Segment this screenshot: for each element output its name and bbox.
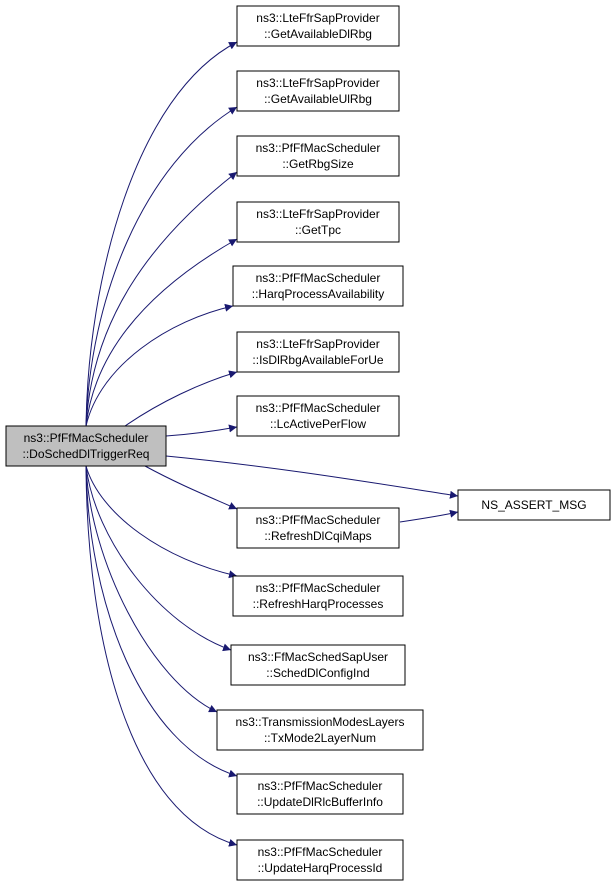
node-label-line-1: ns3::LteFfrSapProvider [256,11,379,25]
edge-root-to-n3 [85,171,238,427]
node-is-dl-rbg-available-for-ue[interactable]: ns3::LteFfrSapProvider ::IsDlRbgAvailabl… [236,331,400,373]
edge-root-to-n12 [85,465,238,778]
edge-root-to-n5 [85,303,234,427]
node-label-line-1: ns3::TransmissionModesLayers [236,715,405,729]
nodes-layer: ns3::PfFfMacScheduler ::DoSchedDlTrigger… [5,5,611,881]
edge-root-to-n1 [85,41,238,427]
node-label-line-1: ns3::PfFfMacScheduler [256,141,381,155]
node-label-line-2: ::GetAvailableDlRbg [264,27,372,41]
node-label-line-1: ns3::PfFfMacScheduler [24,431,149,445]
node-label-line-2: ::HarqProcessAvailability [252,287,385,301]
node-label-line-1: ns3::LteFfrSapProvider [256,337,379,351]
edge-root-to-n10 [85,465,232,652]
edge-root-to-n13 [85,465,238,847]
node-update-dl-rlc-buffer-info[interactable]: ns3::PfFfMacScheduler ::UpdateDlRlcBuffe… [236,773,404,815]
edge-root-to-n6 [124,370,238,427]
node-tx-mode-2-layer-num[interactable]: ns3::TransmissionModesLayers ::TxMode2La… [216,709,424,751]
node-label-line-2: ::GetRbgSize [282,157,354,171]
edge-root-to-n8 [144,465,238,510]
node-refresh-dl-cqi-maps[interactable]: ns3::PfFfMacScheduler ::RefreshDlCqiMaps [236,507,400,549]
node-refresh-harq-processes[interactable]: ns3::PfFfMacScheduler ::RefreshHarqProce… [232,575,404,617]
node-label-line-1: ns3::PfFfMacScheduler [256,513,381,527]
node-label-line-2: ::GetTpc [295,223,341,237]
node-label-line-2: ::GetAvailableUlRbg [264,92,372,106]
edge-root-to-n2 [85,106,238,427]
node-get-rbg-size[interactable]: ns3::PfFfMacScheduler ::GetRbgSize [236,135,400,177]
node-label-line-2: ::IsDlRbgAvailableForUe [252,353,383,367]
node-label-line-1: ns3::PfFfMacScheduler [256,401,381,415]
node-lc-active-per-flow[interactable]: ns3::PfFfMacScheduler ::LcActivePerFlow [236,395,400,437]
node-label-line-1: ns3::PfFfMacScheduler [256,271,381,285]
node-label-line-2: ::DoSchedDlTriggerReq [23,447,150,461]
node-label-line-1: ns3::PfFfMacScheduler [256,581,381,595]
node-label-line-1: NS_ASSERT_MSG [481,498,586,512]
edge-root-to-assert [165,455,459,499]
node-label-line-2: ::SchedDlConfigInd [266,666,369,680]
node-label-line-1: ns3::PfFfMacScheduler [258,845,383,859]
node-harq-process-availability[interactable]: ns3::PfFfMacScheduler ::HarqProcessAvail… [232,265,404,307]
node-label-line-2: ::TxMode2LayerNum [264,731,376,745]
node-label-line-1: ns3::FfMacSchedSapUser [248,650,388,664]
node-label-line-2: ::LcActivePerFlow [270,417,366,431]
node-label-line-2: ::UpdateDlRlcBufferInfo [257,795,383,809]
node-get-available-ul-rbg[interactable]: ns3::LteFfrSapProvider ::GetAvailableUlR… [236,70,400,112]
node-sched-dl-config-ind[interactable]: ns3::FfMacSchedSapUser ::SchedDlConfigIn… [230,644,406,686]
edge-root-to-n7 [165,424,238,437]
node-label-line-1: ns3::PfFfMacScheduler [258,779,383,793]
edge-n8-to-assert [399,509,459,523]
node-label-line-2: ::RefreshDlCqiMaps [264,529,371,543]
edge-root-to-n11 [85,465,218,713]
node-do-sched-dl-trigger-req[interactable]: ns3::PfFfMacScheduler ::DoSchedDlTrigger… [5,425,167,467]
node-get-tpc[interactable]: ns3::LteFfrSapProvider ::GetTpc [236,201,400,243]
node-label-line-1: ns3::LteFfrSapProvider [256,207,379,221]
edge-root-to-n4 [85,238,238,427]
node-label-line-2: ::RefreshHarqProcesses [253,597,384,611]
node-ns-assert-msg[interactable]: NS_ASSERT_MSG [457,489,611,521]
node-label-line-2: ::UpdateHarqProcessId [258,861,383,875]
node-label-line-1: ns3::LteFfrSapProvider [256,76,379,90]
edges-layer [85,41,459,847]
node-get-available-dl-rbg[interactable]: ns3::LteFfrSapProvider ::GetAvailableDlR… [236,5,400,47]
node-update-harq-process-id[interactable]: ns3::PfFfMacScheduler ::UpdateHarqProces… [236,839,404,881]
edge-root-to-n9 [85,465,238,579]
